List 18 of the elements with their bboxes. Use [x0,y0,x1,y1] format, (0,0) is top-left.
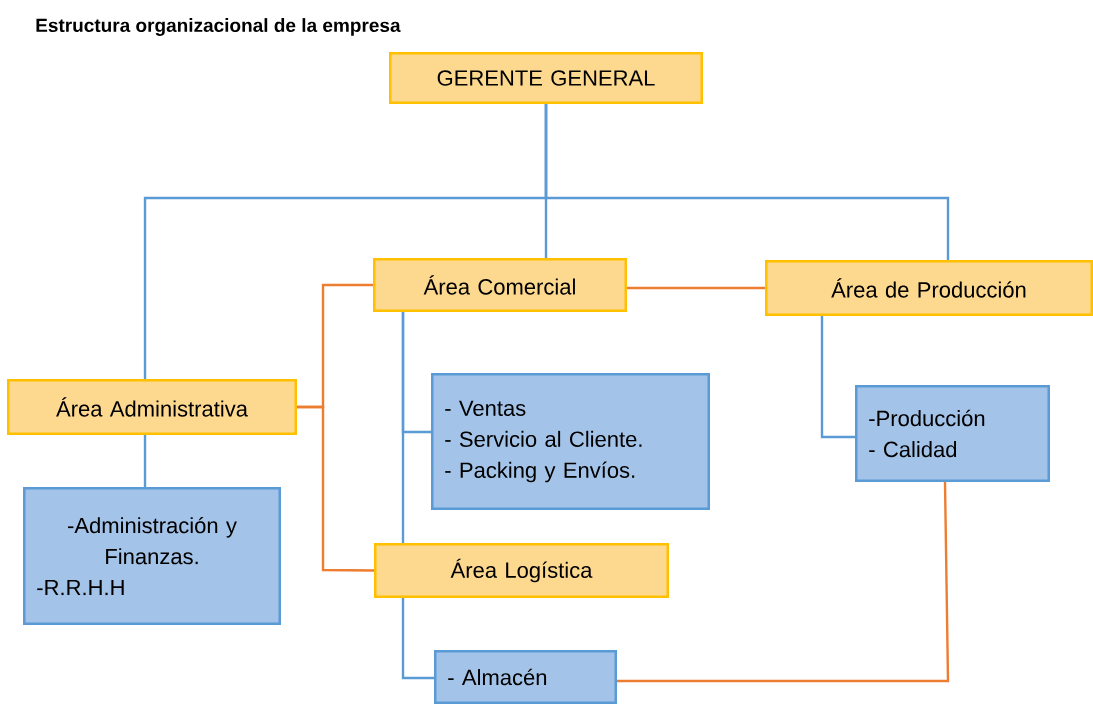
area-box: Área Comercial [373,258,627,312]
connector-line [401,598,434,680]
connector-line [627,286,765,290]
task-box: - Ventas - Servicio al Cliente. - Packing y Envíos. [431,373,710,510]
manager-box: GERENTE GENERAL [389,52,703,104]
task-box: -Administración y Finanzas. -R.R.H.H [23,487,281,625]
connector-line [617,482,950,683]
area-box: Área Logística [374,543,669,598]
title: Estructura organizacional de la empresa [36,18,401,36]
connector-line [143,104,548,379]
connector-line [297,405,375,572]
connector-line [143,435,147,487]
task-box: -Producción - Calidad [855,385,1050,482]
area-box: Área Administrativa [7,379,297,435]
task-box: - Almacén [434,650,617,704]
connector-line [820,316,855,439]
connector-line [401,312,405,543]
area-box: Área de Producción [765,260,1093,316]
